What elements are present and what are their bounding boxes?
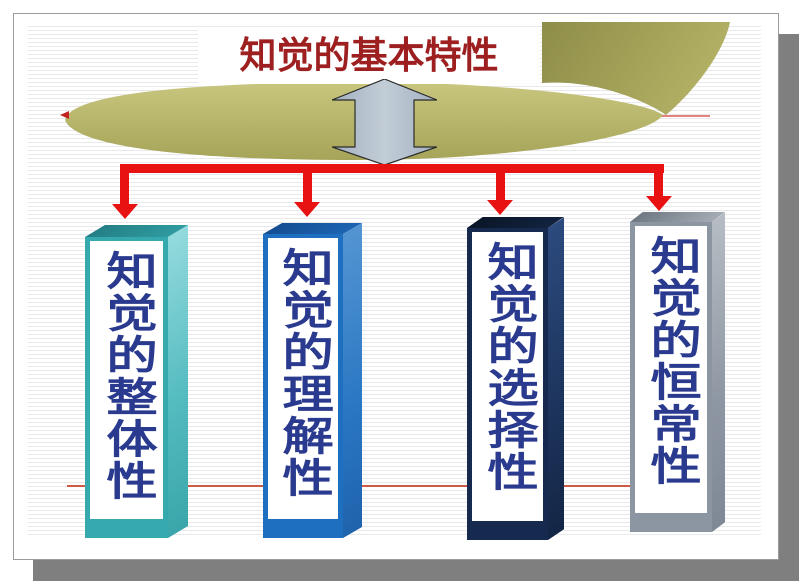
pillar-front-face: 知觉的恒常性 bbox=[630, 222, 712, 532]
bracket-bar bbox=[120, 164, 664, 173]
title-box: 知觉的基本特性 bbox=[198, 27, 540, 84]
pillar-side-face bbox=[168, 224, 188, 538]
down-arrow-icon bbox=[646, 196, 672, 211]
pillar-label: 知觉的选择性 bbox=[479, 241, 536, 493]
up-down-arrow-icon bbox=[332, 79, 437, 165]
bracket-stub bbox=[496, 164, 505, 201]
red-tick-icon bbox=[60, 111, 69, 119]
pillar-front-face: 知觉的整体性 bbox=[85, 237, 168, 538]
pillar-label: 知觉的整体性 bbox=[98, 250, 155, 502]
pillar-side-face bbox=[343, 223, 362, 539]
pillar-side-face bbox=[548, 217, 564, 540]
slide-canvas: 知觉的基本特性 知觉的整体性 bbox=[13, 13, 779, 560]
bracket-stub bbox=[654, 164, 663, 197]
down-arrow-icon bbox=[294, 202, 320, 217]
down-arrow-icon bbox=[112, 204, 138, 219]
pillar-top-face bbox=[630, 212, 725, 222]
pillar-label: 知觉的恒常性 bbox=[642, 235, 700, 487]
slide-title: 知觉的基本特性 bbox=[239, 35, 499, 76]
decor-swoosh bbox=[542, 22, 730, 115]
pillar-front-face: 知觉的选择性 bbox=[467, 228, 548, 540]
bracket-stub bbox=[303, 164, 312, 203]
down-arrow-icon bbox=[487, 200, 513, 215]
bracket-stub bbox=[120, 164, 129, 205]
pillar-front-face: 知觉的理解性 bbox=[263, 234, 343, 538]
pillar-label: 知觉的理解性 bbox=[274, 247, 332, 499]
pillar-side-face bbox=[712, 212, 725, 532]
thin-red-line-bottom bbox=[67, 485, 707, 487]
